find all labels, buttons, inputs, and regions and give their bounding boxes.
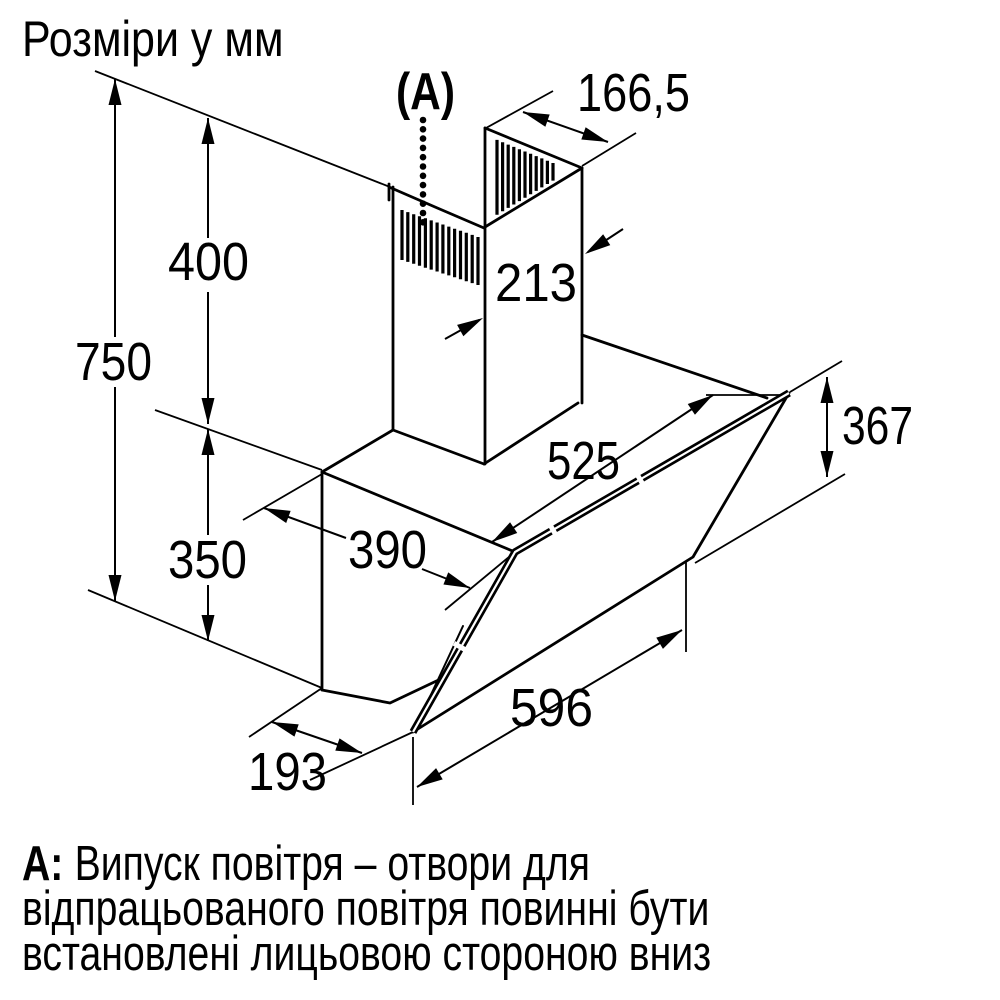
hood-outline (320, 126, 791, 734)
extension-lines (87, 70, 846, 805)
dim-right-height-label: 367 (842, 396, 913, 456)
dim-glass-width-label: 596 (510, 678, 593, 738)
callout-a-label: (А) (396, 63, 455, 121)
callout-dotted-line (419, 116, 427, 226)
air-outlet-note: А:Випуск повітря – отвори для відпрацьов… (22, 837, 790, 981)
dim-top-depth-label: 166,5 (577, 63, 690, 123)
dim-top-width-label: 525 (547, 431, 620, 491)
vent-slots-duct-top (495, 139, 555, 215)
dimension-arrowheads (108, 79, 834, 787)
dim-body-depth-label: 390 (348, 520, 427, 580)
dim-lower-height-label: 350 (168, 530, 247, 590)
page-title: Розміри у мм (22, 11, 284, 67)
note-line-1: А:Випуск повітря – отвори для (22, 837, 590, 891)
note-marker: А: (22, 837, 64, 891)
vent-slots-back-panel (400, 210, 480, 285)
dim-upper-height-label: 400 (168, 232, 249, 292)
note-line-3: встановлені лицьовою стороною вниз (22, 927, 712, 981)
glass-edge (409, 389, 791, 734)
dim-bottom-offset-label: 193 (248, 742, 327, 802)
note-line-2: відпрацьованого повітря повинні бути (22, 882, 710, 936)
dim-duct-face-label: 213 (495, 253, 577, 313)
dim-total-height-label: 750 (75, 332, 152, 392)
